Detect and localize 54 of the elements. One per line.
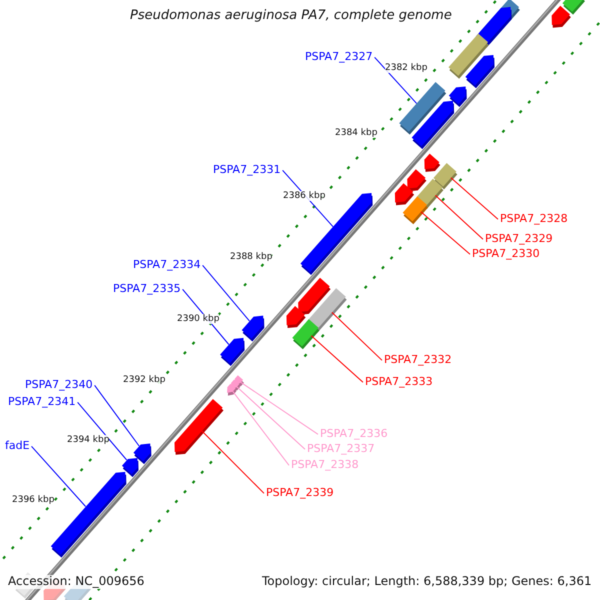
gene-label: PSPA7_2338 (291, 459, 359, 472)
gene-feature (465, 55, 495, 88)
scale-label: 2394 kbp (67, 435, 110, 446)
scale-label: 2388 kbp (230, 252, 272, 262)
gene-label: PSPA7_2331 (213, 164, 281, 177)
gene-feature (394, 183, 414, 206)
gene-feature (412, 100, 454, 150)
scale-label: 2382 kbp (385, 63, 428, 74)
scale-label: 2384 kbp (335, 128, 378, 138)
leader-line (331, 312, 382, 361)
gene-label: PSPA7_2332 (384, 354, 452, 367)
scale-label: 2392 kbp (123, 375, 166, 386)
gene-label: PSPA7_2329 (485, 233, 553, 246)
gene-feature (552, 6, 571, 28)
gene-feature (298, 278, 331, 315)
leader-line (374, 56, 418, 104)
gene-label: PSPA7_2333 (365, 376, 433, 389)
leader-line (202, 264, 250, 322)
leader-line (94, 384, 140, 446)
gene-label: PSPA7_2337 (307, 443, 375, 456)
gene-feature (220, 338, 245, 366)
gene-label: PSPA7_2334 (133, 259, 201, 272)
leader-line (420, 211, 470, 255)
gene-feature (122, 458, 139, 478)
leader-line (236, 386, 306, 450)
gene-label: PSPA7_2335 (113, 283, 181, 296)
leader-line (77, 402, 128, 460)
leader-line (310, 335, 364, 383)
gene-label: PSPA7_2327 (305, 51, 373, 64)
leader-line (240, 382, 318, 435)
gene-feature (424, 154, 440, 172)
gene-feature (242, 316, 264, 342)
gene-feature (407, 169, 426, 192)
gene-feature (174, 398, 224, 455)
gene-label: fadE (5, 440, 30, 453)
title: Pseudomonas aeruginosa PA7, complete genome (130, 9, 452, 24)
scale-label: 2390 kbp (177, 314, 220, 324)
leader-line (201, 430, 264, 494)
leader-line (31, 446, 86, 507)
genome-summary: Topology: circular; Length: 6,588,339 bp; Genes: 6,361 (262, 575, 592, 589)
leader-line (450, 177, 498, 220)
accession-text: Accession: NC_009656 (8, 575, 144, 589)
gene-label: PSPA7_2336 (320, 428, 388, 441)
gene-label: PSPA7_2330 (472, 248, 540, 261)
gene-label: PSPA7_2328 (500, 213, 568, 226)
gene-label: PSPA7_2340 (25, 379, 93, 392)
gene-feature (286, 306, 306, 328)
gene-label: PSPA7_2341 (8, 396, 76, 409)
gene-feature (227, 384, 236, 396)
scale-label: 2386 kbp (283, 191, 326, 202)
scale-label: 2396 kbp (12, 495, 54, 506)
leader-line (232, 390, 290, 466)
leader-line (434, 194, 484, 240)
gene-label: PSPA7_2339 (266, 487, 334, 500)
